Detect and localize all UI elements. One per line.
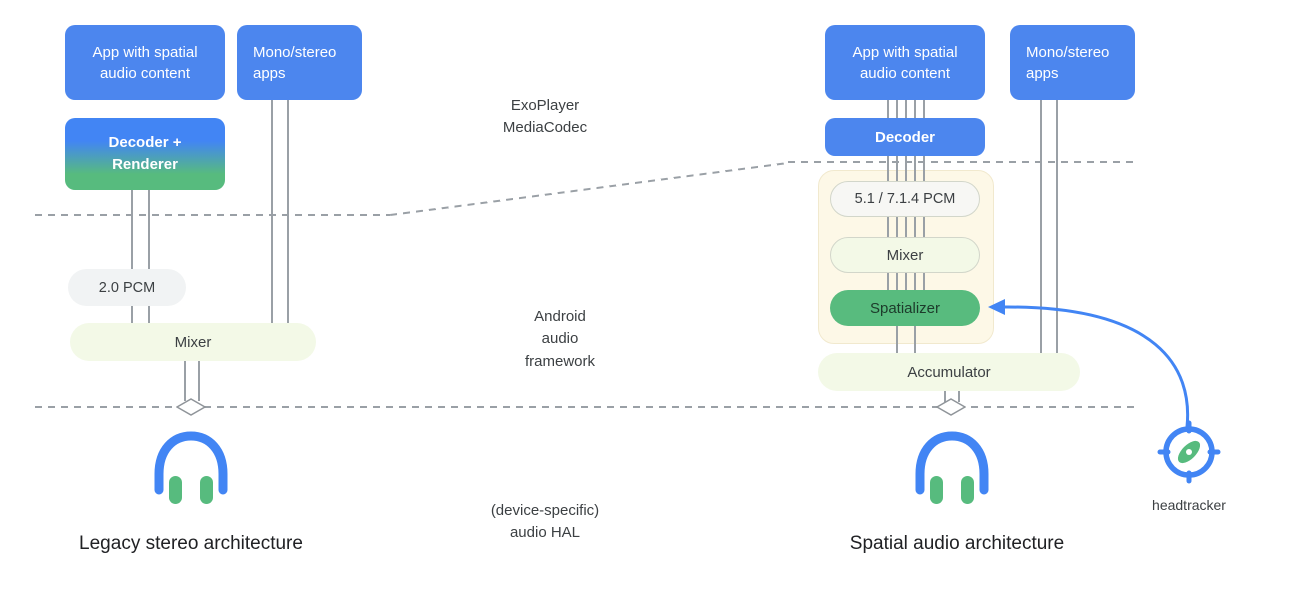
right-decoder-label: Decoder bbox=[874, 128, 936, 146]
connector-line bbox=[1040, 100, 1042, 354]
left-pcm-label: 2.0 PCM bbox=[98, 279, 156, 296]
right-mixer-pill: Mixer bbox=[830, 237, 980, 273]
connector-line bbox=[198, 361, 200, 401]
left-mixer-label: Mixer bbox=[174, 333, 212, 351]
headtracker-icon bbox=[1157, 420, 1221, 484]
right-mixer-label: Mixer bbox=[886, 246, 924, 264]
left-headphones-icon bbox=[154, 431, 228, 504]
connector-line bbox=[958, 391, 960, 402]
right-diamond-connector bbox=[936, 398, 966, 416]
connector-line bbox=[944, 391, 946, 402]
left-pcm-pill: 2.0 PCM bbox=[68, 269, 186, 306]
left-mono-label: Mono/stereo apps bbox=[253, 43, 337, 82]
left-mono-box: Mono/stereo apps bbox=[237, 25, 362, 100]
layer-divider-codec-left bbox=[35, 214, 390, 216]
connector-line bbox=[148, 190, 150, 324]
left-mixer-pill: Mixer bbox=[70, 323, 316, 361]
layer-divider-codec-right bbox=[788, 161, 1135, 163]
layer-divider-codec-diagonal bbox=[390, 162, 788, 216]
right-headphones-icon bbox=[915, 431, 989, 504]
right-app-box: App with spatial audio content bbox=[825, 25, 985, 100]
spatializer-label: Spatializer bbox=[869, 299, 941, 317]
audio-hal-label: (device-specific) audio HAL bbox=[490, 501, 600, 542]
connector-line bbox=[271, 100, 273, 324]
left-caption: Legacy stereo architecture bbox=[79, 533, 303, 554]
right-mono-label: Mono/stereo apps bbox=[1026, 43, 1110, 82]
left-app-label: App with spatial audio content bbox=[92, 43, 198, 82]
connector-line bbox=[896, 326, 898, 354]
left-diamond-connector bbox=[176, 398, 206, 416]
connector-line bbox=[287, 100, 289, 324]
accumulator-pill: Accumulator bbox=[818, 353, 1080, 391]
decoder-renderer-box: Decoder + Renderer bbox=[65, 118, 225, 190]
exoplayer-mediacodec-label: ExoPlayer MediaCodec bbox=[502, 96, 588, 137]
accumulator-label: Accumulator bbox=[907, 363, 991, 381]
connector-line bbox=[184, 361, 186, 401]
right-caption: Spatial audio architecture bbox=[849, 533, 1065, 554]
connector-line bbox=[131, 190, 133, 324]
right-pcm-label: 5.1 / 7.1.4 PCM bbox=[854, 191, 956, 207]
decoder-renderer-label: Decoder + Renderer bbox=[108, 134, 182, 173]
connector-line bbox=[914, 326, 916, 354]
spatializer-pill: Spatializer bbox=[830, 290, 980, 326]
right-pcm-pill: 5.1 / 7.1.4 PCM bbox=[830, 181, 980, 217]
layer-divider-hal bbox=[35, 406, 1135, 408]
headtracker-label: headtracker bbox=[1152, 497, 1226, 513]
right-mono-box: Mono/stereo apps bbox=[1010, 25, 1135, 100]
connector-line bbox=[1056, 100, 1058, 354]
right-app-label: App with spatial audio content bbox=[852, 43, 958, 82]
android-audio-framework-label: Android audio framework bbox=[524, 307, 595, 370]
left-app-box: App with spatial audio content bbox=[65, 25, 225, 100]
right-decoder-box: Decoder bbox=[825, 118, 985, 156]
